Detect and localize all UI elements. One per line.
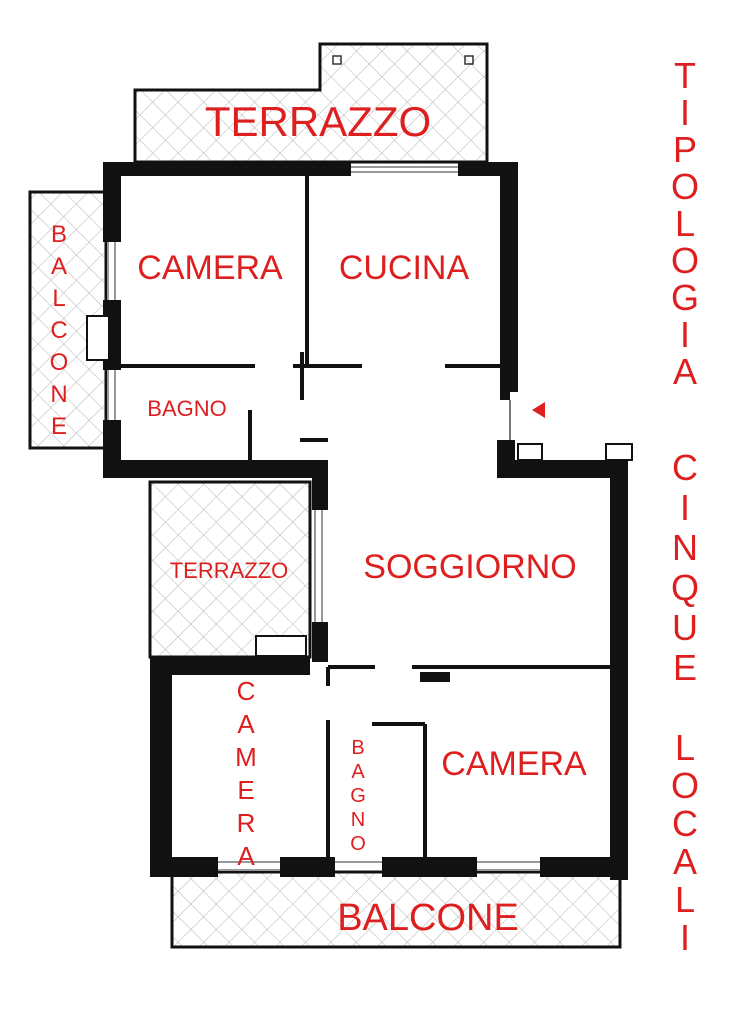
interior-walls — [121, 176, 610, 857]
label-terrazzo-mid: TERRAZZO — [170, 558, 289, 583]
terrace-fixture — [255, 635, 307, 657]
label-bagno-top: BAGNO — [147, 396, 226, 421]
label-camera-top-left: CAMERA — [137, 249, 283, 287]
balcone-bottom-area — [170, 870, 622, 949]
windows — [107, 166, 540, 871]
entrance-arrow-icon — [532, 402, 545, 418]
label-terrazzo-top: TERRAZZO — [205, 98, 431, 145]
label-camera-bottom-right: CAMERA — [441, 745, 587, 783]
right-fixture — [605, 443, 633, 461]
entrance-fixture — [517, 443, 543, 461]
left-balcony-fixture — [86, 315, 110, 361]
label-cucina: CUCINA — [339, 249, 470, 287]
exterior-walls — [103, 162, 628, 880]
label-balcone-bottom: BALCONE — [337, 897, 519, 939]
terrace-corner-markers — [332, 55, 474, 65]
label-soggiorno: SOGGIORNO — [363, 548, 576, 586]
terrazzo-mid-area — [148, 480, 312, 659]
